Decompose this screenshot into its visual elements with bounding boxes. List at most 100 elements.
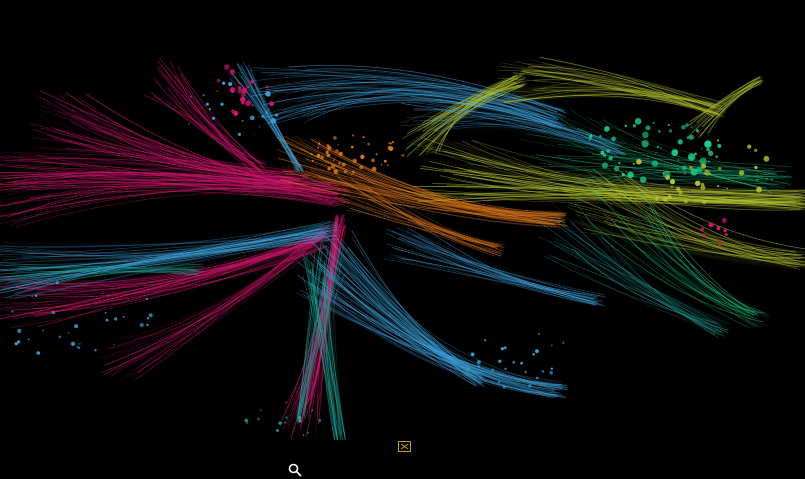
network-edge bbox=[366, 185, 502, 253]
network-node bbox=[36, 351, 41, 355]
network-edge bbox=[600, 230, 769, 327]
network-edge bbox=[612, 189, 805, 253]
network-edge bbox=[577, 127, 767, 189]
network-node bbox=[334, 169, 339, 175]
network-edge bbox=[401, 102, 626, 156]
network-node bbox=[503, 346, 507, 350]
network-edge bbox=[591, 173, 805, 263]
network-node bbox=[383, 159, 387, 163]
network-edge bbox=[530, 74, 715, 114]
network-edge bbox=[268, 81, 560, 125]
network-edge bbox=[356, 170, 498, 249]
network-node bbox=[667, 195, 672, 200]
network-edge bbox=[555, 237, 719, 336]
network-node bbox=[371, 166, 377, 172]
network-edge bbox=[435, 117, 618, 149]
network-node bbox=[634, 118, 642, 125]
network-edge bbox=[649, 206, 756, 316]
network-node bbox=[724, 233, 728, 236]
network-edge bbox=[540, 57, 728, 105]
network-edge bbox=[331, 247, 558, 383]
network-edge bbox=[699, 82, 762, 137]
network-edge bbox=[413, 120, 617, 155]
network-node bbox=[599, 134, 602, 138]
network-edge bbox=[154, 97, 265, 175]
network-edge bbox=[1, 226, 338, 290]
network-node bbox=[756, 179, 758, 181]
network-node bbox=[677, 159, 680, 161]
network-edge bbox=[267, 99, 558, 120]
network-node bbox=[388, 142, 390, 144]
network-node bbox=[264, 110, 268, 114]
network-edge bbox=[570, 220, 719, 339]
expand-button[interactable] bbox=[398, 441, 411, 452]
network-node bbox=[335, 149, 339, 154]
network-edge bbox=[582, 170, 785, 178]
network-node bbox=[702, 233, 706, 237]
network-node bbox=[316, 153, 321, 158]
network-node bbox=[670, 185, 673, 189]
network-edge bbox=[332, 286, 568, 389]
network-edge bbox=[314, 226, 335, 435]
network-edge bbox=[646, 199, 762, 322]
network-edge bbox=[306, 283, 553, 396]
search-button[interactable] bbox=[287, 462, 303, 478]
network-edge bbox=[409, 228, 597, 306]
network-edge bbox=[406, 116, 620, 155]
network-edge bbox=[607, 168, 797, 252]
network-edge bbox=[0, 165, 336, 207]
network-edge bbox=[157, 70, 263, 165]
network-edge bbox=[624, 185, 800, 254]
network-node bbox=[241, 101, 245, 105]
network-node bbox=[17, 328, 22, 333]
network-edge bbox=[423, 95, 624, 145]
network-edge bbox=[305, 252, 337, 439]
network-node bbox=[541, 370, 544, 373]
network-edge bbox=[0, 263, 205, 272]
network-edge bbox=[560, 227, 725, 337]
network-node bbox=[211, 116, 216, 120]
network-edge bbox=[284, 74, 558, 118]
network-node bbox=[618, 161, 621, 164]
network-edge bbox=[4, 232, 323, 278]
network-edge bbox=[24, 230, 332, 276]
network-edge bbox=[34, 236, 328, 317]
network-edge bbox=[312, 174, 562, 214]
network-edge bbox=[640, 213, 767, 315]
network-edge bbox=[359, 196, 498, 249]
network-node bbox=[246, 85, 250, 89]
network-node bbox=[642, 131, 649, 139]
network-edge bbox=[306, 281, 564, 386]
network-edge bbox=[521, 70, 722, 115]
network-edge bbox=[0, 233, 315, 285]
network-edge bbox=[583, 234, 716, 323]
network-edge bbox=[27, 225, 339, 271]
network-edge bbox=[522, 71, 720, 115]
network-node bbox=[17, 340, 21, 344]
network-edge bbox=[259, 85, 553, 119]
network-node bbox=[228, 82, 233, 86]
network-node bbox=[208, 108, 211, 111]
network-edge bbox=[421, 81, 516, 155]
network-node bbox=[250, 79, 255, 84]
network-edge bbox=[319, 268, 475, 374]
network-edge bbox=[66, 92, 309, 176]
network-edge bbox=[35, 189, 346, 213]
network-node bbox=[681, 125, 686, 130]
network-node bbox=[756, 186, 762, 193]
network-edge bbox=[307, 284, 345, 436]
network-node bbox=[285, 416, 288, 419]
network-edge bbox=[385, 232, 599, 303]
network-node bbox=[371, 158, 375, 163]
network-node bbox=[337, 144, 339, 146]
network-edge bbox=[0, 222, 338, 253]
network-edge bbox=[247, 60, 300, 169]
network-edge bbox=[603, 220, 801, 264]
network-edge bbox=[0, 179, 331, 207]
network-edge bbox=[617, 215, 757, 319]
network-edge bbox=[83, 108, 300, 179]
network-edge bbox=[0, 180, 336, 195]
network-edge bbox=[275, 101, 566, 126]
network-node bbox=[763, 155, 770, 162]
